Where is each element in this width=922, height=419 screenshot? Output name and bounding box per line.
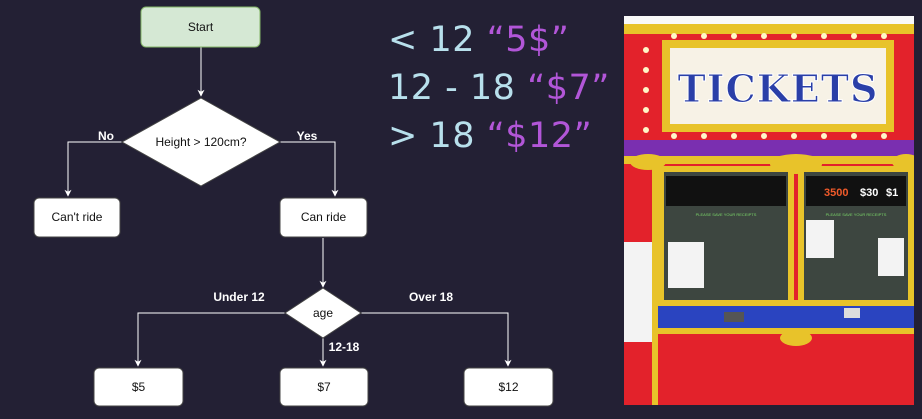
node-start: Start [140,6,261,48]
board-text-2: $30 [860,187,878,199]
price-over18-label: $12 [498,380,518,394]
node-cant-ride: Can't ride [33,197,121,238]
node-price-teen: $7 [279,367,369,407]
price-note-teen: 12 - 18 “$7” [388,68,610,108]
price-note-range: < 12 [388,20,475,60]
ticket-booth-photo: TICKETS 3500 $30 $1 PLEASE SAVE YOUR REC… [624,16,914,405]
tickets-sign-text: TICKETS [677,66,878,111]
can-ride-label: Can ride [301,210,347,224]
price-note-value: “$12” [486,116,593,156]
marquee-bulbs [643,33,887,139]
start-label: Start [188,20,214,34]
edge-label-under12: Under 12 [213,290,265,304]
edge-height-no [64,141,123,197]
edge-label-over18: Over 18 [409,290,453,304]
node-price-over18: $12 [463,367,554,407]
price-note-over18: > 18 “$12” [388,116,592,156]
board-text-3: $1 [886,187,898,199]
price-note-under12: < 12 “5$” [388,20,569,60]
tickets-sign: TICKETS [662,40,894,132]
age-decision-label: age [313,306,333,320]
edge-age-under12 [134,312,286,367]
price-note-value: “5$” [486,20,570,60]
cant-ride-label: Can't ride [52,210,103,224]
receipt-text-right: PLEASE SAVE YOUR RECEIPTS [826,212,887,217]
node-age-decision: age [284,287,362,339]
edge-label-yes: Yes [297,129,318,143]
price-under12-label: $5 [132,380,146,394]
node-can-ride: Can ride [279,197,368,238]
edge-label-no: No [98,129,114,143]
edges [64,47,512,367]
height-decision-label: Height > 120cm? [155,135,246,149]
price-note-value: “$7” [527,68,610,108]
node-height-decision: Height > 120cm? [120,97,282,187]
ticket-booth-illustration: TICKETS 3500 $30 $1 PLEASE SAVE YOUR REC… [624,16,914,405]
edge-label-teen: 12-18 [329,340,360,354]
receipt-text-left: PLEASE SAVE YOUR RECEIPTS [696,212,757,217]
price-note-range: > 18 [388,116,475,156]
board-text-1: 3500 [824,187,848,199]
edge-height-yes [280,141,339,197]
edge-age-over18 [361,312,512,367]
price-teen-label: $7 [317,380,331,394]
price-note-range: 12 - 18 [388,68,516,108]
node-price-under12: $5 [93,367,184,407]
